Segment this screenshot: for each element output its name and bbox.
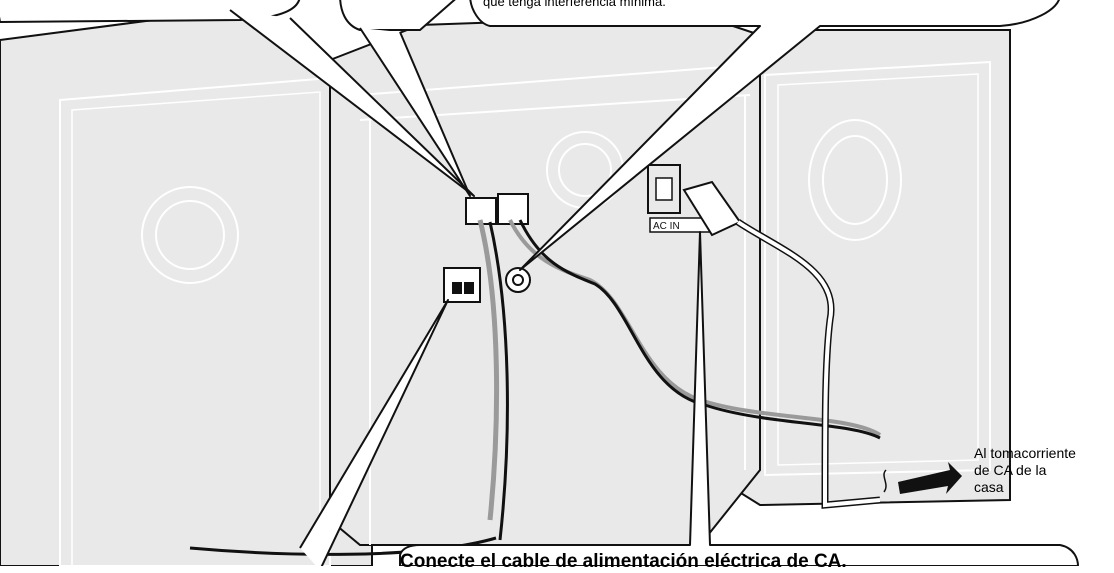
callout-title-bottom: Conecte el cable de alimentación eléctri… <box>400 551 847 573</box>
outlet-label-line-2: de CA de la <box>974 462 1114 479</box>
ac-in-label: AC IN <box>653 221 680 232</box>
left-speaker <box>0 10 372 566</box>
outlet-label-line-1: Al tomacorriente <box>974 445 1114 462</box>
speaker-terminal-right <box>498 194 528 224</box>
antenna-connector <box>506 268 530 292</box>
outlet-label-line-3: casa <box>974 479 1114 496</box>
outlet-label: Al tomacorriente de CA de la casa <box>974 445 1114 496</box>
callout-text-top-right: que tenga interferencia mínima. <box>483 0 666 10</box>
